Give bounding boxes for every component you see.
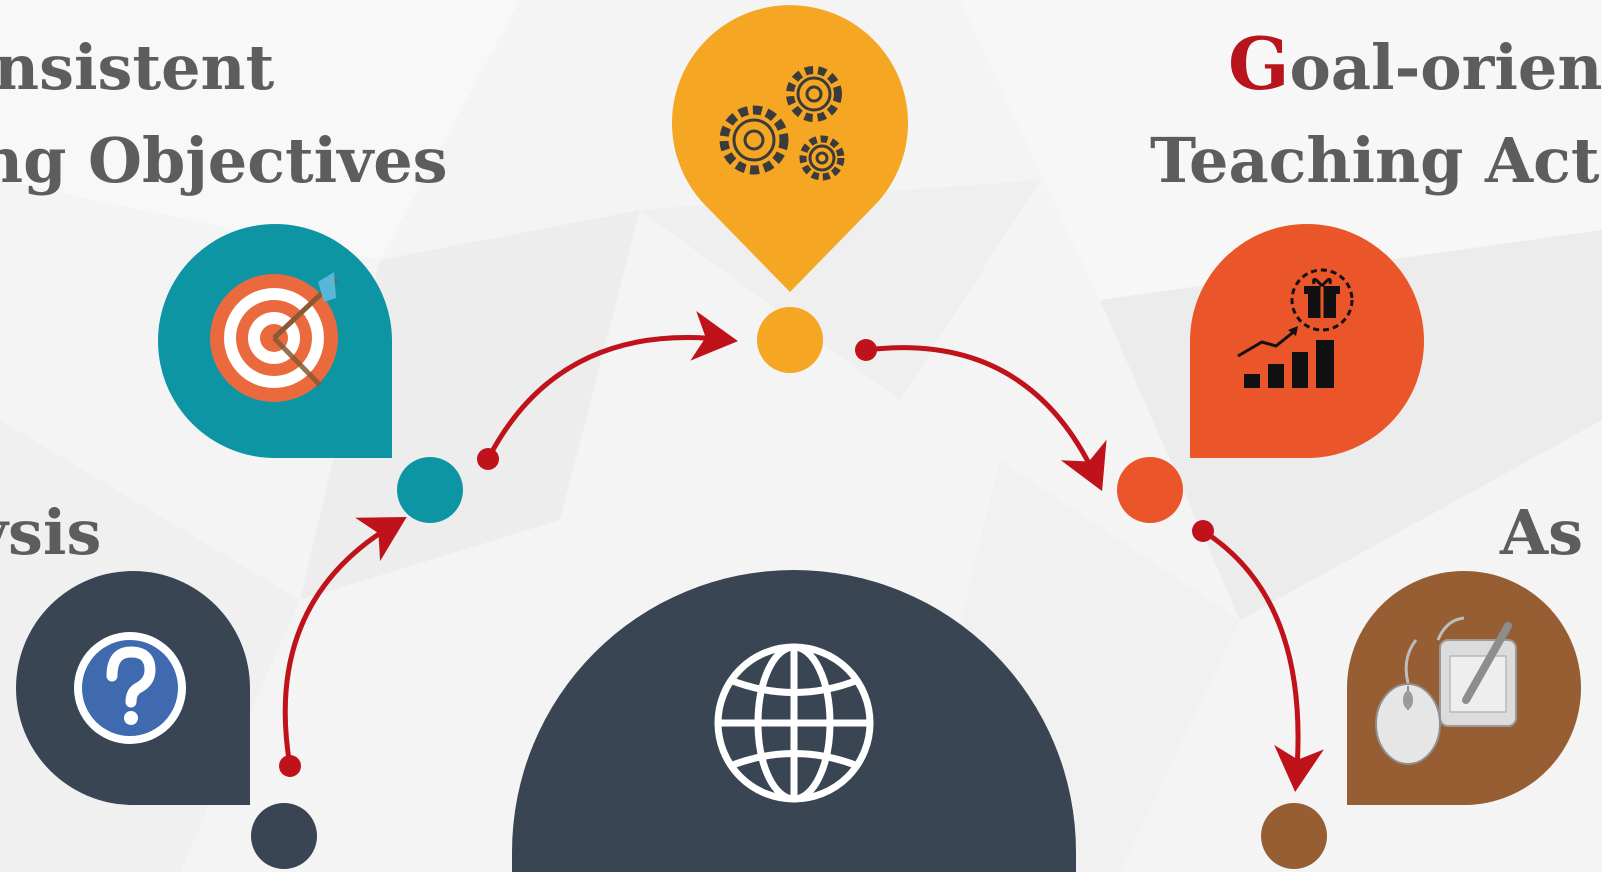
question-icon xyxy=(74,632,186,744)
arrow-start-dots xyxy=(279,339,1214,777)
consistent-objectives-label-line2: ng Objectives xyxy=(0,124,448,197)
globe-icon xyxy=(714,643,874,803)
center-dome xyxy=(512,570,1076,872)
left-upper-marker xyxy=(158,224,392,458)
mouse-tablet-icon xyxy=(1375,616,1517,765)
flow-arrows xyxy=(282,311,1324,792)
target-icon xyxy=(210,272,338,402)
right-lower-marker xyxy=(1347,571,1582,805)
gears-icon xyxy=(719,66,845,181)
top-pin-marker xyxy=(672,5,908,293)
consistent-objectives-label-line1: nsistent xyxy=(0,31,275,104)
analysis-label: ysis xyxy=(0,496,102,569)
goal-label-rest: oal-orien xyxy=(1289,31,1602,104)
arrow-objectives-to-top xyxy=(485,311,738,461)
arrow-goal-to-assessment xyxy=(1201,528,1324,792)
goal-oriented-label-line1: Goal-orien xyxy=(1228,18,1602,114)
arrow-top-to-goal xyxy=(865,345,1107,492)
right-upper-marker xyxy=(1190,224,1425,458)
goal-oriented-label-line2: Teaching Act xyxy=(1150,124,1600,197)
node-dot-top xyxy=(757,307,823,373)
left-lower-marker xyxy=(16,571,250,805)
arrow-analysis-to-objectives xyxy=(282,517,407,767)
node-dot-right-upper xyxy=(1117,457,1183,523)
node-dot-right-lower xyxy=(1261,803,1327,869)
assessment-label: As xyxy=(1500,496,1584,569)
node-dot-left-upper xyxy=(397,457,463,523)
node-dot-left-lower xyxy=(251,803,317,869)
growth-chart-gift-icon xyxy=(1237,268,1354,388)
goal-initial-letter: G xyxy=(1228,21,1290,106)
